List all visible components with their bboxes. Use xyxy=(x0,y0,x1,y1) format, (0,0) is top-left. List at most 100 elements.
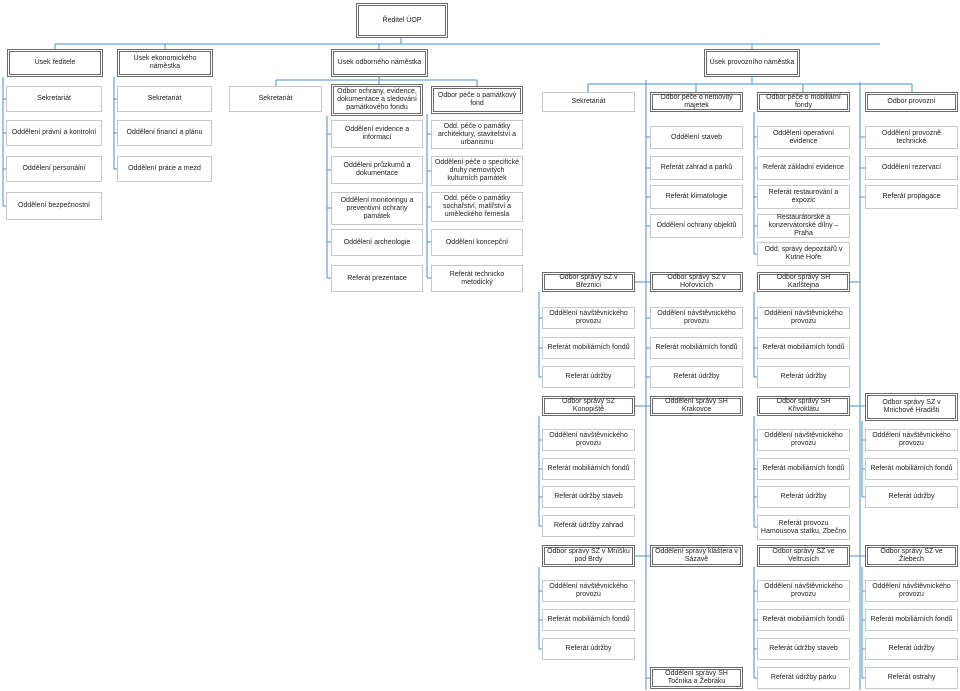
org-box-reditel: Ředitel ÚOP xyxy=(356,3,448,38)
org-box-sz-veltr-4: Referát údržby parku xyxy=(757,667,850,689)
org-box-ref-klimat: Referát klimatologie xyxy=(650,185,743,209)
org-box-sh-kriv-2: Referát mobiliárních fondů xyxy=(757,458,850,480)
org-box-label: Oddělení provozně technické xyxy=(881,129,942,145)
org-box-label: Odbor správy SZ v Hořovicích xyxy=(667,274,726,289)
org-box-label: Oddělení návštěvnického provozu xyxy=(764,310,843,325)
org-box-label: Oddělení rezervací xyxy=(881,164,942,171)
org-box-label: Referát restaurování a expozic xyxy=(768,189,839,204)
org-box-label: Referát údržby staveb xyxy=(769,645,838,652)
org-box-odd-rezervaci: Oddělení rezervací xyxy=(865,156,958,180)
org-box-sz-mnisek-3: Referát údržby xyxy=(542,638,635,660)
org-box-label: Referát údržby xyxy=(673,373,720,380)
org-box-label: Odbor správy SH Karlštejna xyxy=(776,274,831,289)
org-box-sz-zleb: Odbor správy SZ ve Žlebech xyxy=(865,545,958,567)
org-box-sh-krak: Oddělení správy SH Krakovce xyxy=(650,396,743,416)
org-box-ref-tech-met: Referát technicko metodický xyxy=(431,265,523,292)
org-box-odd-pece-spec: Oddělení péče o specifické druhy nemovit… xyxy=(431,156,523,186)
org-box-ref-zahrad: Referát zahrad a parků xyxy=(650,156,743,180)
org-box-label: Referát ostrahy xyxy=(887,674,936,681)
org-box-label: Oddělení průzkumů a dokumentace xyxy=(343,162,411,177)
org-box-label: Referát mobiliárních fondů xyxy=(547,344,630,351)
org-box-label: Oddělení staveb xyxy=(671,133,722,141)
org-box-odd-pruzkumu: Oddělení průzkumů a dokumentace xyxy=(331,156,423,184)
org-box-sh-karl: Odbor správy SH Karlštejna xyxy=(757,272,850,292)
org-box-odd-pece-arch: Odd. péče o památky architektury, stavit… xyxy=(431,120,523,149)
org-box-sz-mnisek-1: Oddělení návštěvnického provozu xyxy=(542,580,635,602)
org-box-sz-mnisek-2: Referát mobiliárních fondů xyxy=(542,609,635,631)
org-box-sz-konop-4: Referát údržby zahrad xyxy=(542,515,635,537)
org-box-label: Odbor péče o mobiliární fondy xyxy=(766,94,841,109)
org-box-label: Referát mobiliárních fondů xyxy=(762,344,845,351)
org-box-sh-karl-3: Referát údržby xyxy=(757,366,850,388)
org-box-label: Sekretariát xyxy=(571,98,606,105)
org-box-label: Oddělení návštěvnického provozu xyxy=(872,583,951,598)
org-box-label: Odd. péče o památky architektury, stavit… xyxy=(437,122,517,146)
org-box-label: Ředitel ÚOP xyxy=(382,16,422,24)
org-box-sk-sazava: Oddělení správy kláštera v Sázavě xyxy=(650,545,743,567)
org-box-label: Oddělení správy SH Krakovce xyxy=(665,398,728,413)
org-box-label: Referát údržby xyxy=(565,645,612,652)
org-box-label: Restaurátorské a konzervátorské dílny – … xyxy=(768,214,839,237)
org-box-label: Referát údržby xyxy=(780,493,827,500)
org-box-sz-konop-3: Referát údržby staveb xyxy=(542,486,635,508)
org-box-sekr-3: Sekretariát xyxy=(229,86,322,112)
org-box-label: Odbor správy SZ ve Veltrusích xyxy=(772,548,835,563)
org-box-usek-provoz: Úsek provozního náměstka xyxy=(704,49,800,77)
org-box-sz-horov: Odbor správy SZ v Hořovicích xyxy=(650,272,743,292)
org-box-label: Odbor provozní xyxy=(887,98,936,105)
org-box-sh-kriv: Odbor správy SH Křivoklátu xyxy=(757,396,850,416)
org-box-odd-pece-socha: Odd. péče o památky sochařství, malířstv… xyxy=(431,192,523,222)
org-box-sz-horov-3: Referát údržby xyxy=(650,366,743,388)
org-box-label: Oddělení správy kláštera v Sázavě xyxy=(655,548,738,563)
org-box-usek-reditele: Úsek ředitele xyxy=(7,49,103,77)
org-box-label: Referát údržby xyxy=(565,373,612,380)
org-box-usek-odbor: Úsek odborného náměstka xyxy=(331,49,428,77)
org-box-label: Odbor správy SZ Konopiště xyxy=(562,398,615,413)
org-box-label: Odbor ochrany, evidence, dokumentace a s… xyxy=(337,88,417,111)
org-box-label: Oddělení návštěvnického provozu xyxy=(549,432,628,447)
org-box-sh-kriv-1: Oddělení návštěvnického provozu xyxy=(757,429,850,451)
org-box-sh-karl-2: Referát mobiliárních fondů xyxy=(757,337,850,359)
org-box-ref-restaur: Referát restaurování a expozic xyxy=(757,185,850,209)
org-box-label: Referát zahrad a parků xyxy=(660,164,733,171)
org-box-sz-mnich-2: Referát mobiliárních fondů xyxy=(865,458,958,480)
org-box-sz-zleb-4: Referát ostrahy xyxy=(865,667,958,689)
org-box-odd-depozitaru: Odd. správy depozitářů v Kutné Hoře xyxy=(757,242,850,266)
org-box-label: Odbor správy SZ ve Žlebech xyxy=(880,548,943,563)
org-box-label: Referát údržby xyxy=(888,493,935,500)
org-box-label: Referát mobiliárních fondů xyxy=(870,616,953,623)
org-box-label: Referát prezentace xyxy=(347,274,407,282)
org-box-label: Referát údržby xyxy=(888,645,935,652)
org-box-sz-zleb-1: Oddělení návštěvnického provozu xyxy=(865,580,958,602)
org-box-odd-prace-mezd: Oddělení práce a mezd xyxy=(117,156,212,182)
org-box-label: Odd. správy depozitářů v Kutné Hoře xyxy=(764,246,843,261)
org-box-label: Odd. péče o památky sochařství, malířstv… xyxy=(442,195,512,218)
org-box-sz-veltr-3: Referát údržby staveb xyxy=(757,638,850,660)
org-box-label: Oddělení návštěvnického provozu xyxy=(764,583,843,598)
org-box-label: Odbor správy SZ v Mnichově Hradišti xyxy=(882,399,941,414)
org-box-sz-konop: Odbor správy SZ Konopiště xyxy=(542,396,635,416)
org-box-label: Referát klimatologie xyxy=(665,193,728,200)
org-box-odd-oper-evid: Oddělení operativní evidence xyxy=(757,126,850,149)
org-box-label: Oddělení archeologie xyxy=(343,238,411,246)
org-box-label: Sekretariát xyxy=(258,95,293,102)
org-box-odbor-mobil: Odbor péče o mobiliární fondy xyxy=(757,92,850,112)
org-box-odd-koncepcni: Oddělení koncepční xyxy=(431,229,523,256)
org-box-odd-archeologie: Oddělení archeologie xyxy=(331,229,423,256)
org-box-label: Sekretariát xyxy=(147,95,182,102)
org-box-usek-ekonom: Úsek ekonomického náměstka xyxy=(117,49,213,77)
org-box-sh-karl-1: Oddělení návštěvnického provozu xyxy=(757,307,850,329)
org-box-label: Oddělení bezpečnostní xyxy=(18,202,90,209)
org-box-odbor-nemov: Odbor péče o nemovitý majetek xyxy=(650,92,743,112)
org-box-label: Oddělení operativní evidence xyxy=(772,129,835,145)
org-box-label: Oddělení práce a mezd xyxy=(128,165,201,172)
org-box-label: Referát provozu Hamousova statku, Zbečno xyxy=(760,519,847,535)
org-box-label: Oddělení monitoringu a preventivní ochra… xyxy=(340,196,414,220)
org-box-sz-konop-2: Referát mobiliárních fondů xyxy=(542,458,635,480)
org-box-odbor-pece-pam: Odbor péče o památkový fond xyxy=(431,86,523,114)
org-box-label: Referát údržby xyxy=(780,373,827,380)
org-box-label: Úsek provozního náměstka xyxy=(709,59,795,66)
org-box-sh-kriv-4: Referát provozu Hamousova statku, Zbečno xyxy=(757,515,850,540)
org-box-sz-veltr-1: Oddělení návštěvnického provozu xyxy=(757,580,850,602)
